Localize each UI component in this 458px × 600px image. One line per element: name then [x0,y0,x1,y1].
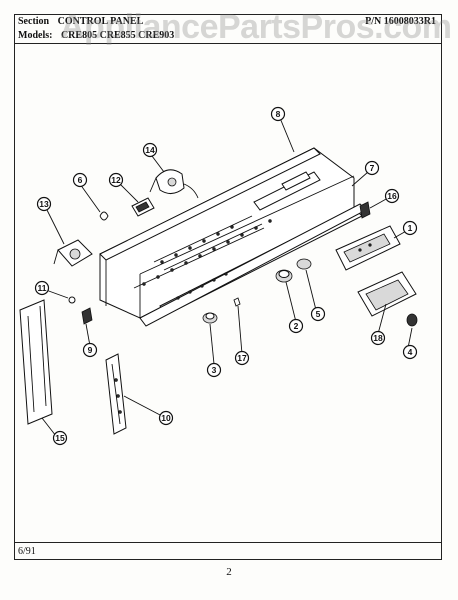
page-frame [14,14,442,560]
exploded-view-diagram: 8 7 14 12 6 13 11 9 15 10 3 17 2 5 16 1 … [19,106,418,446]
knob-parts [202,258,312,324]
bracket-part [105,353,127,435]
callout-13: 13 [36,196,52,212]
callout-9: 9 [82,342,98,358]
switch-part [131,197,155,217]
callout-2: 2 [288,318,304,334]
svg-text:1: 1 [408,223,413,233]
callout-3: 3 [206,362,222,378]
svg-text:11: 11 [38,283,47,293]
svg-text:8: 8 [276,109,281,119]
wire-clip-part [99,211,109,221]
thermostat-part [53,239,93,267]
leader-lines [41,117,413,437]
models-row: Models: CRE805 CRE855 CRE903 [18,30,174,41]
callout-15: 15 [52,430,68,446]
models-label: Models: [18,30,53,41]
svg-text:2: 2 [294,321,299,331]
callout-16: 16 [384,188,400,204]
callout-5: 5 [310,306,326,322]
models-value: CRE805 CRE855 CRE903 [60,30,175,41]
svg-text:10: 10 [161,413,171,423]
svg-text:13: 13 [39,199,49,209]
callout-14: 14 [142,142,158,158]
svg-text:5: 5 [316,309,321,319]
panel-button-row-bottom [133,219,272,289]
lamp-housing-part [357,271,417,317]
callout-1: 1 [402,220,418,236]
page-number: 2 [226,566,232,578]
svg-text:4: 4 [408,347,413,357]
control-panel-part [99,147,355,319]
svg-text:18: 18 [373,333,383,343]
lamp-part [406,313,418,327]
bezel-part [335,225,401,271]
footer-date: 6/91 [18,546,36,557]
side-trim-part [19,299,53,425]
section-row: Section CONTROL PANEL [18,16,143,27]
spring-clip-part [233,297,241,307]
end-cap-part [359,201,371,219]
footer-rule [14,542,442,543]
svg-text:6: 6 [78,175,83,185]
overlay-dots [176,272,228,300]
svg-text:15: 15 [55,433,65,443]
callout-4: 4 [402,344,418,360]
callout-18: 18 [370,330,386,346]
svg-text:17: 17 [237,353,247,363]
callout-12: 12 [108,172,124,188]
svg-text:3: 3 [212,365,217,375]
callout-6: 6 [72,172,88,188]
callout-8: 8 [270,106,286,122]
callout-17: 17 [234,350,250,366]
svg-text:16: 16 [387,191,397,201]
knob-insert-part [68,296,93,325]
part-number: P/N 16008033R1 [365,16,436,27]
svg-text:9: 9 [88,345,93,355]
svg-text:7: 7 [370,163,375,173]
section-value: CONTROL PANEL [57,16,144,27]
svg-text:12: 12 [111,175,121,185]
header: Section CONTROL PANEL Models: CRE805 CRE… [14,14,442,44]
callout-10: 10 [158,410,174,426]
callout-7: 7 [364,160,380,176]
svg-text:14: 14 [145,145,155,155]
callout-11: 11 [34,280,50,296]
panel-button-row-top [153,215,263,271]
clock-timer-part [149,169,199,199]
section-label: Section [18,16,50,27]
